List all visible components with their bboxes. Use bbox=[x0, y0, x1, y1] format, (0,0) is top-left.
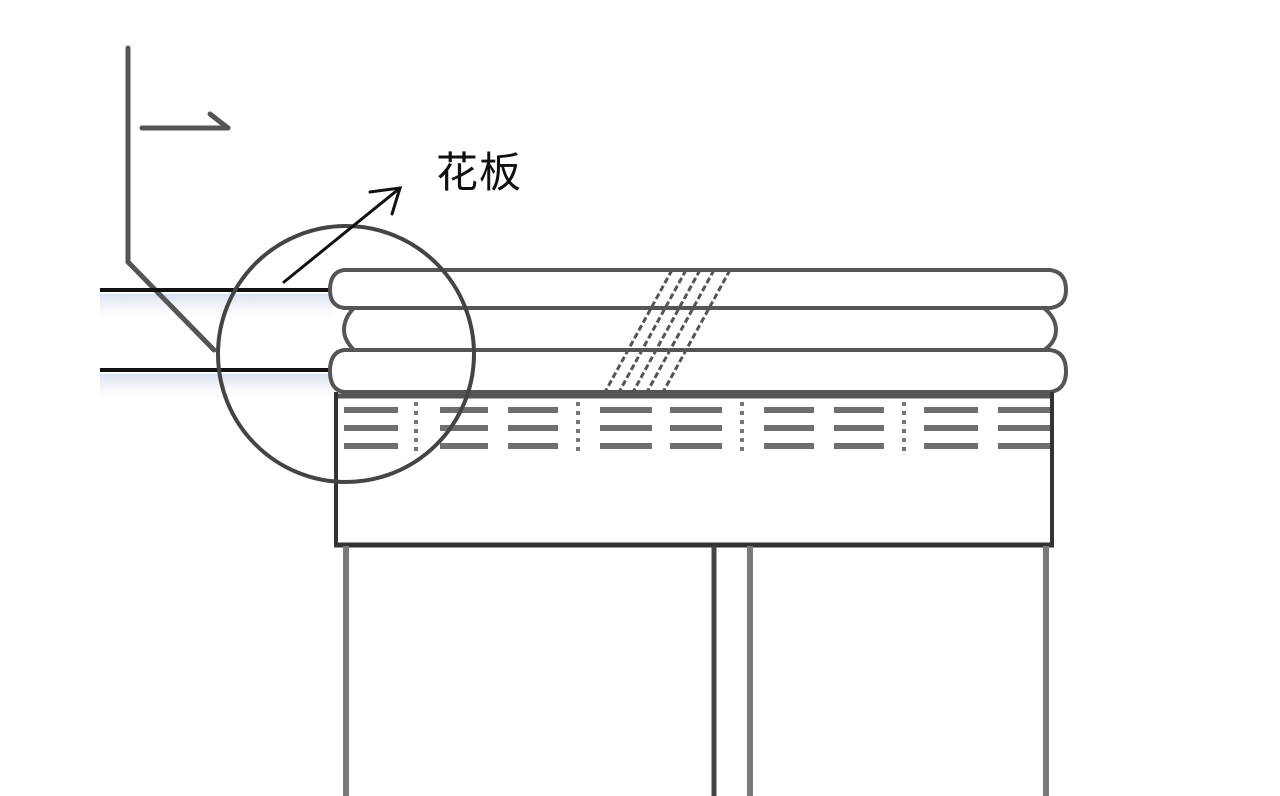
legs bbox=[343, 546, 1049, 796]
dashed-band bbox=[336, 393, 1054, 454]
section-marker bbox=[125, 45, 231, 353]
shadow-band-lower bbox=[100, 374, 332, 404]
leader-arrow bbox=[282, 186, 403, 284]
callout-label: 花板 bbox=[436, 148, 523, 197]
hatch-stripe bbox=[602, 269, 732, 395]
shadow-band-upper bbox=[100, 294, 332, 324]
wall-lines bbox=[100, 288, 332, 372]
panel-frame bbox=[334, 392, 1054, 548]
detail-circle bbox=[216, 224, 476, 484]
